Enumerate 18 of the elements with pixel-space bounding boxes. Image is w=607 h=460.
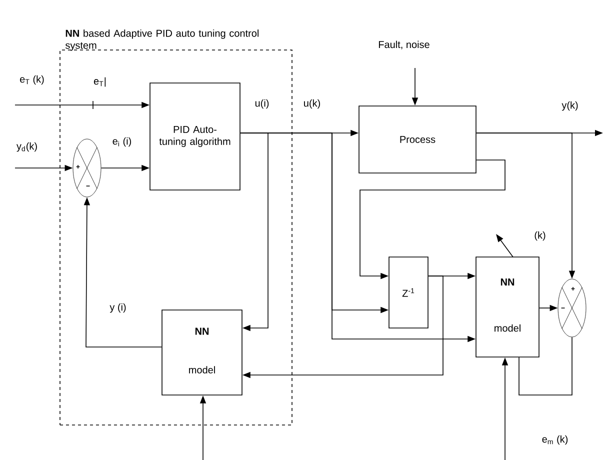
- block: PID Auto-tuning algorithm: [150, 82, 240, 190]
- signal-label: Fault, noise: [378, 40, 430, 50]
- block: NN model: [162, 310, 242, 396]
- signal-label: e$_{i}$ (i): [112, 137, 132, 147]
- signal-label: e$_{T}$|: [94, 77, 106, 87]
- arrow: [240, 132, 268, 332]
- signal-label: e$_{m}$ (k): [542, 435, 568, 445]
- block: Process: [358, 106, 476, 174]
- signal-label: u(i): [255, 99, 269, 109]
- block: NN model: [476, 256, 540, 358]
- signal-label: u(k): [304, 99, 320, 109]
- node-label: NN based Adaptive PID auto tuning control system: [65, 29, 258, 51]
- signal-label: (k): [534, 231, 546, 241]
- signal-label: y (i): [110, 303, 126, 313]
- signal-label: y$_{d}$(k): [16, 142, 37, 152]
- signal-label: y(k): [562, 101, 578, 111]
- block: Z$^{-1}$: [388, 256, 428, 328]
- signal-label: e$_{T}$ (k): [20, 75, 44, 85]
